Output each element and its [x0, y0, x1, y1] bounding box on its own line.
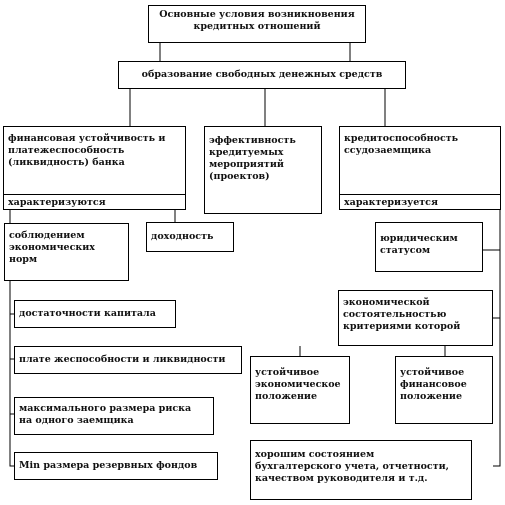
economic-norms-box: соблюдением экономических норм: [4, 223, 129, 281]
left-column-box: финансовая устойчивость и платежеспособн…: [3, 126, 186, 210]
liquidity-box: плате жеспособности и ликвидности: [14, 346, 242, 374]
mid-column-title: эффективность кредитуемых мероприятий (п…: [209, 135, 296, 182]
stable-financial-box: устойчивое финансовое положение: [395, 356, 493, 424]
good-condition-text: хорошим состоянием бухгалтерского учета,…: [255, 449, 449, 484]
income-box: доходность: [146, 222, 234, 252]
level2-text: образование свободных денежных средств: [141, 69, 383, 80]
legal-status-box: юридическим статусом: [375, 222, 483, 272]
left-column-sub: характеризуются: [8, 197, 106, 208]
level2-box: образование свободных денежных средств: [118, 61, 406, 89]
economic-state-text: экономической состоятельностью критериям…: [343, 297, 461, 332]
good-condition-box: хорошим состоянием бухгалтерского учета,…: [250, 440, 472, 500]
economic-norms-text: соблюдением экономических норм: [9, 230, 95, 265]
reserves-box: Min размера резервных фондов: [14, 452, 218, 480]
max-risk-text: максимального размера риска на одного за…: [19, 403, 192, 426]
mid-column-box: эффективность кредитуемых мероприятий (п…: [204, 126, 322, 214]
reserves-text: Min размера резервных фондов: [19, 460, 198, 471]
capital-text: достаточности капитала: [19, 308, 156, 319]
stable-economic-box: устойчивое экономическое положение: [250, 356, 350, 424]
income-text: доходность: [151, 231, 214, 242]
title-box: Основные условия возникновения кредитных…: [148, 5, 366, 43]
left-column-divider: [4, 194, 185, 195]
right-column-divider: [340, 194, 500, 195]
right-column-title: кредитоспособность ссудозаемщика: [344, 133, 459, 156]
legal-status-text: юридическим статусом: [380, 233, 458, 256]
right-column-sub: характеризуется: [344, 197, 438, 208]
liquidity-text: плате жеспособности и ликвидности: [19, 354, 226, 365]
economic-state-box: экономической состоятельностью критериям…: [338, 290, 493, 346]
max-risk-box: максимального размера риска на одного за…: [14, 397, 214, 435]
right-column-box: кредитоспособность ссудозаемщика характе…: [339, 126, 501, 210]
stable-financial-text: устойчивое финансовое положение: [400, 367, 467, 402]
stable-economic-text: устойчивое экономическое положение: [255, 367, 341, 402]
capital-box: достаточности капитала: [14, 300, 176, 328]
title-text: Основные условия возникновения кредитных…: [159, 9, 355, 32]
left-column-title: финансовая устойчивость и платежеспособн…: [8, 133, 166, 168]
